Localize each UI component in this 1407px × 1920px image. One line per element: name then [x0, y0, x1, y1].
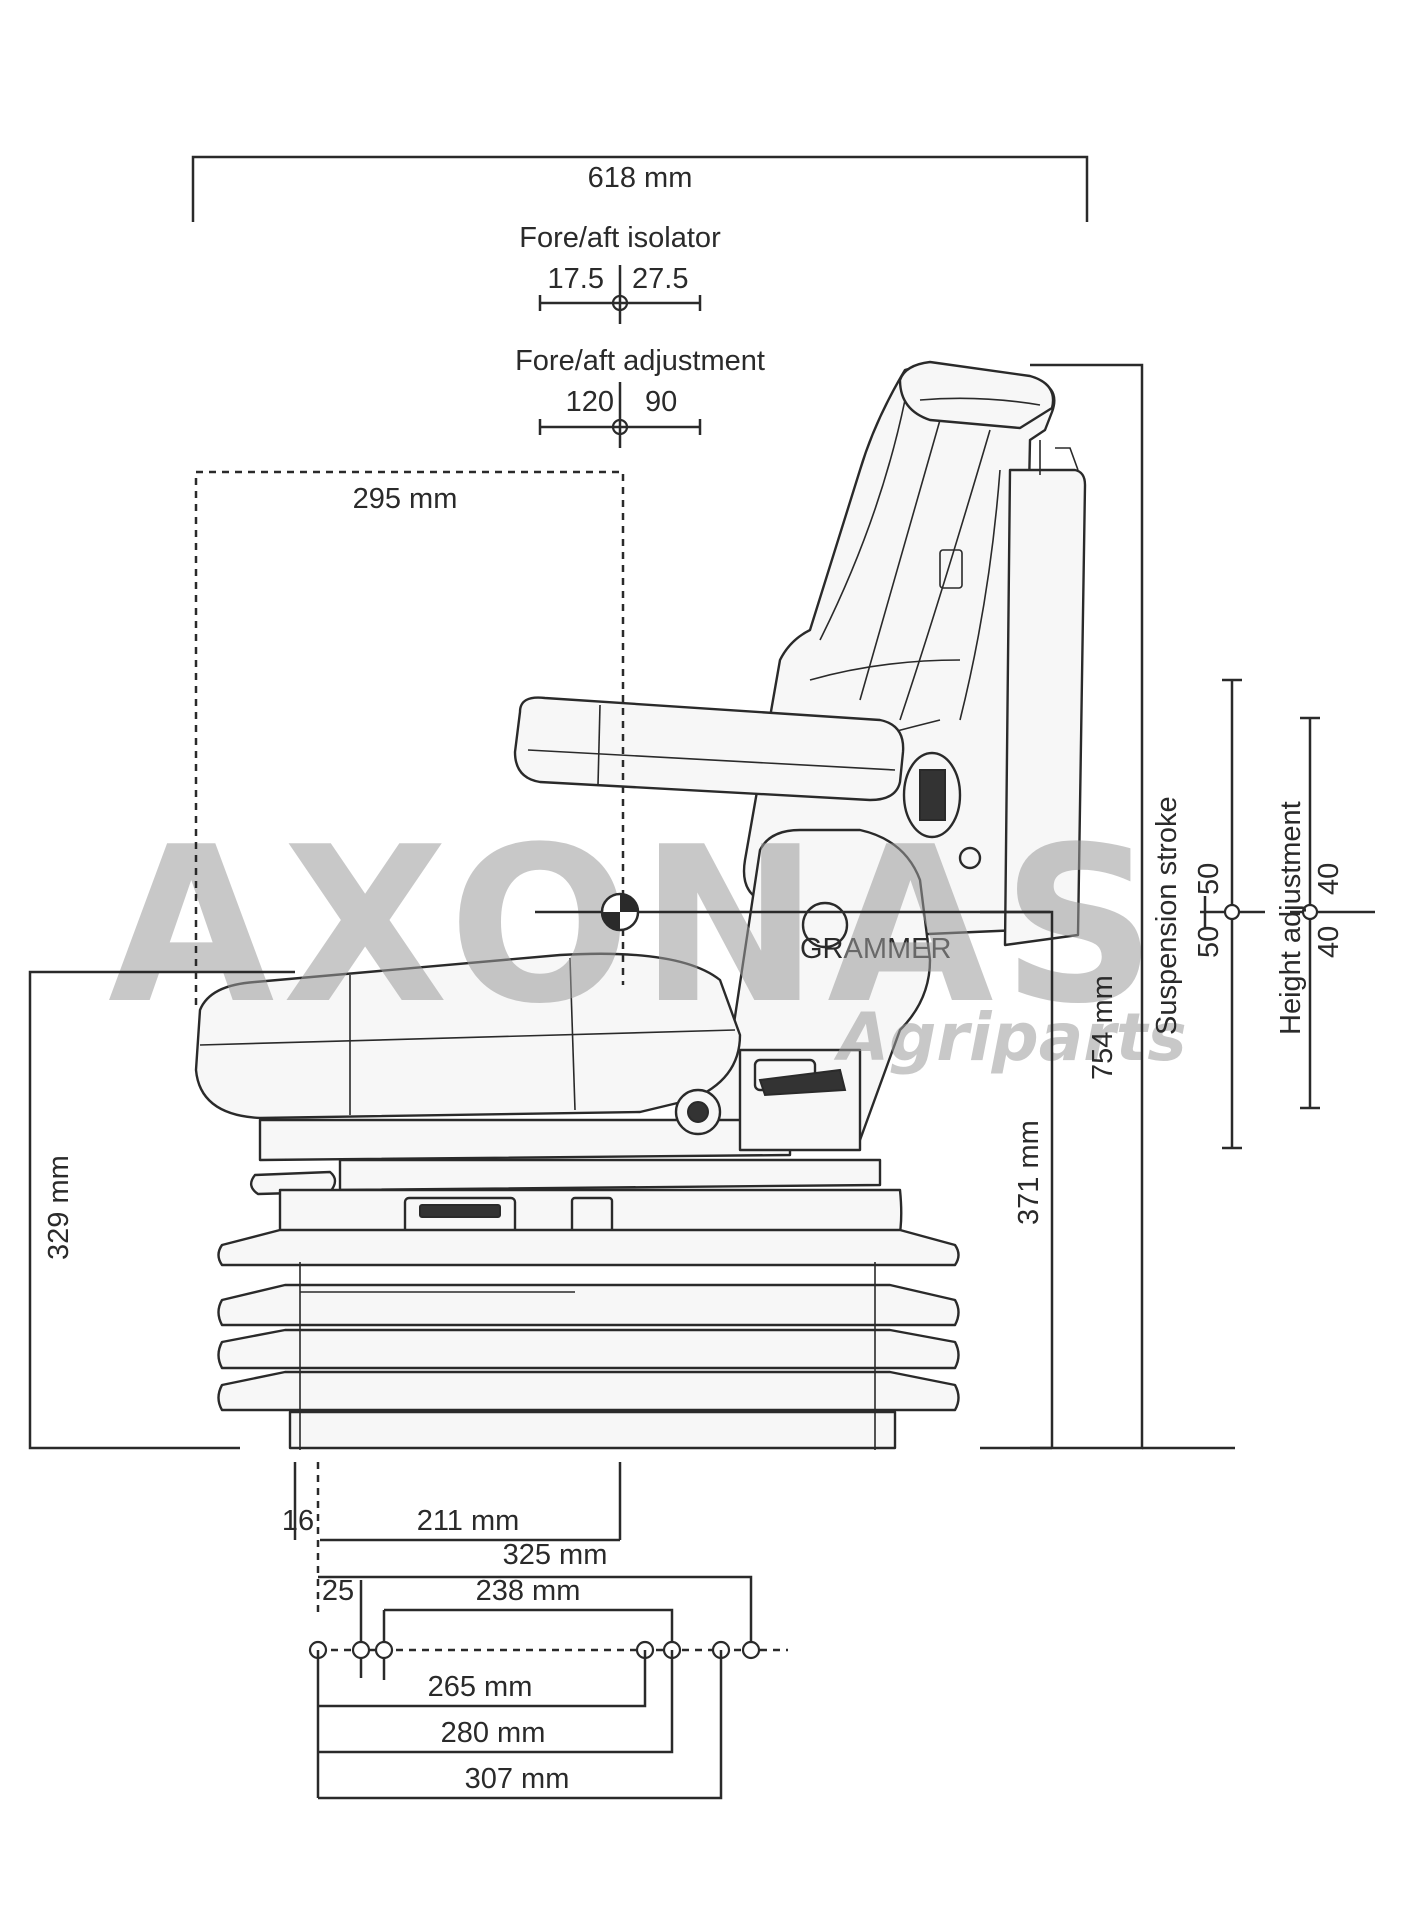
isolator-rear-value: 27.5 [632, 263, 688, 295]
mount-265-label: 265 mm [428, 1671, 533, 1703]
depth-211-label: 211 mm [417, 1505, 520, 1537]
cushion-height-label: 329 mm [43, 1155, 75, 1260]
watermark: AXONAS Agriparts [108, 800, 1187, 1076]
suspension-up-value: 50 [1193, 863, 1225, 895]
adjustment-front-value: 120 [566, 386, 614, 418]
seat-cushion [194, 952, 742, 1120]
suspension-base [288, 1410, 897, 1450]
height-adj-down-value: 40 [1313, 926, 1345, 958]
overall-height-label: 754 mm [1087, 975, 1119, 1080]
mount-280-label: 280 mm [441, 1717, 546, 1749]
seat-illustration: GRAMMER [194, 360, 1087, 1450]
mount-25-label: 25 [322, 1575, 354, 1607]
adjustment-title: Fore/aft adjustment [515, 345, 765, 377]
mounting-holes [308, 1640, 761, 1660]
height-adj-title: Height adjustment [1275, 801, 1307, 1035]
isolator-front-value: 17.5 [548, 263, 604, 295]
brand-plate: GRAMMER [800, 933, 951, 965]
offset-16-label: 16 [282, 1505, 314, 1537]
isolator-title: Fore/aft isolator [519, 222, 721, 254]
backrest-frame [1003, 468, 1087, 947]
mount-238-label: 238 mm [476, 1575, 581, 1607]
suspension-title: Suspension stroke [1151, 796, 1183, 1035]
adjustment-rear-value: 90 [645, 386, 677, 418]
sip-height-label: 371 mm [1013, 1120, 1045, 1225]
mount-325-label: 325 mm [503, 1539, 608, 1571]
height-adj-up-value: 40 [1313, 863, 1345, 895]
watermark-sub: Agriparts [833, 999, 1187, 1076]
bellows [217, 1228, 960, 1412]
seat-ref-label: 295 mm [353, 483, 458, 515]
suspension-down-value: 50 [1193, 926, 1225, 958]
armrest [513, 696, 905, 802]
mount-307-label: 307 mm [465, 1763, 570, 1795]
headrest [898, 360, 1055, 430]
overall-length-label: 618 mm [588, 162, 693, 194]
